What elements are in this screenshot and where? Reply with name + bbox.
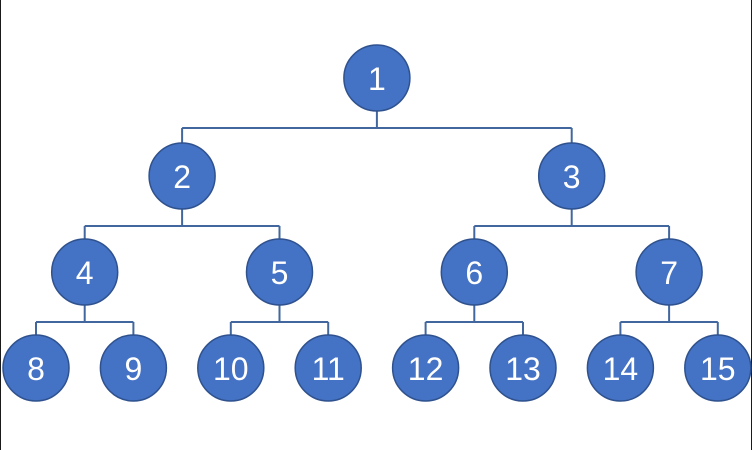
tree-node-10: 10 xyxy=(197,334,265,402)
node-label-4: 4 xyxy=(76,255,94,291)
node-label-15: 15 xyxy=(700,351,736,387)
node-label-3: 3 xyxy=(563,159,581,195)
tree-node-5: 5 xyxy=(245,238,314,306)
node-label-7: 7 xyxy=(660,255,678,291)
tree-node-6: 6 xyxy=(440,238,509,306)
connector-node-6 xyxy=(424,305,524,337)
node-circle-13 xyxy=(489,334,557,402)
node-circle-12 xyxy=(391,334,460,402)
connector-node-2 xyxy=(83,209,281,241)
node-circle-6 xyxy=(440,238,509,306)
tree-node-2: 2 xyxy=(148,142,216,210)
node-label-5: 5 xyxy=(271,255,289,291)
connector-node-7 xyxy=(619,305,719,337)
node-circle-9 xyxy=(99,334,168,402)
node-label-11: 11 xyxy=(312,351,345,387)
node-circle-8 xyxy=(2,334,70,402)
node-label-14: 14 xyxy=(603,351,639,387)
node-label-6: 6 xyxy=(465,255,483,291)
tree-node-13: 13 xyxy=(489,334,557,402)
node-circle-5 xyxy=(245,238,314,306)
node-circle-1 xyxy=(343,44,411,112)
node-label-8: 8 xyxy=(27,351,45,387)
tree-node-3: 3 xyxy=(537,142,606,210)
connector-node-1 xyxy=(181,111,573,145)
node-label-12: 12 xyxy=(408,351,444,387)
connector-node-5 xyxy=(229,305,330,337)
node-label-2: 2 xyxy=(173,159,191,195)
node-label-9: 9 xyxy=(125,351,143,387)
tree-node-4: 4 xyxy=(50,238,119,306)
node-label-10: 10 xyxy=(213,351,249,387)
node-label-1: 1 xyxy=(368,61,386,97)
tree-node-12: 12 xyxy=(391,334,460,402)
tree-node-11: 11 xyxy=(294,334,362,402)
connector-node-4 xyxy=(35,305,135,337)
node-circle-14 xyxy=(586,334,655,402)
tree-node-7: 7 xyxy=(635,238,703,306)
tree-node-1: 1 xyxy=(343,44,411,112)
node-circle-10 xyxy=(197,334,265,402)
connector-layer xyxy=(35,111,719,337)
tree-node-14: 14 xyxy=(586,334,655,402)
node-circle-4 xyxy=(50,238,119,306)
tree-node-9: 9 xyxy=(99,334,168,402)
node-circle-15 xyxy=(684,334,752,402)
tree-node-15: 15 xyxy=(684,334,752,402)
node-circle-7 xyxy=(635,238,703,306)
tree-node-8: 8 xyxy=(2,334,70,402)
node-label-13: 13 xyxy=(505,351,541,387)
node-circle-11 xyxy=(294,334,362,402)
node-circle-2 xyxy=(148,142,216,210)
connector-node-3 xyxy=(473,209,671,241)
node-circle-3 xyxy=(537,142,606,210)
